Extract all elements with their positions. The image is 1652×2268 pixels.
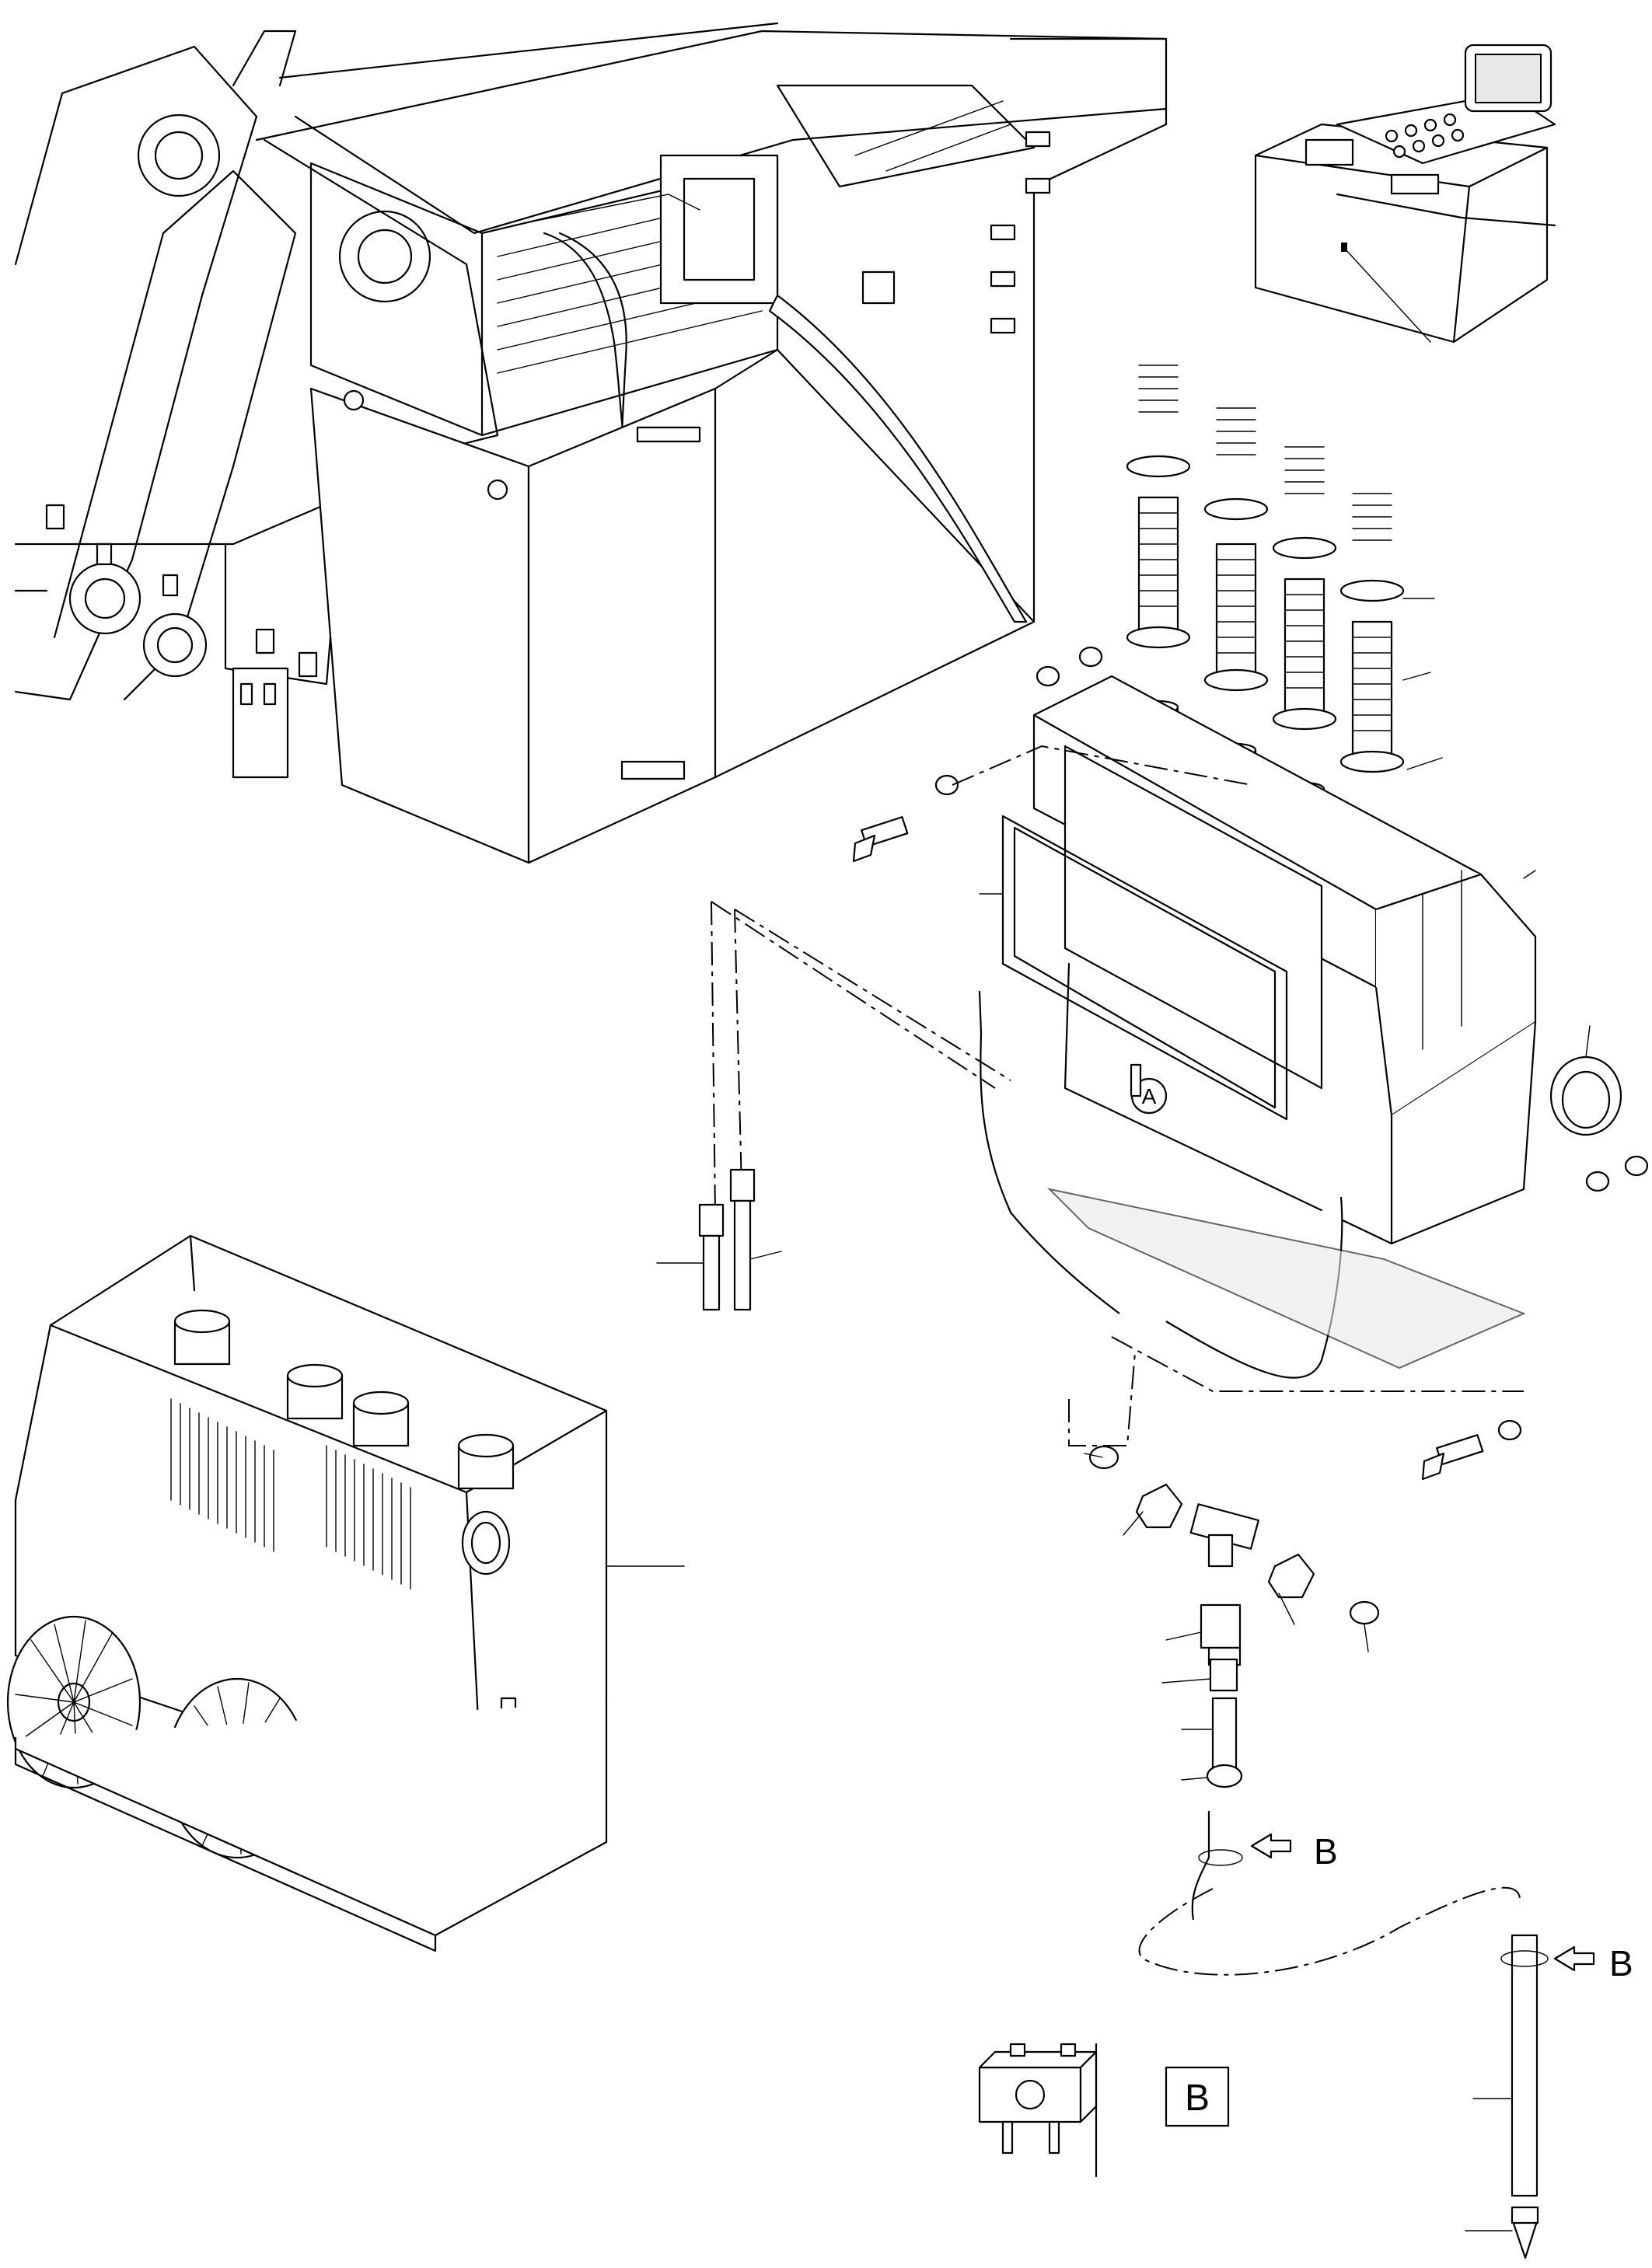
detail-a-pipe-callout: A bbox=[1142, 1084, 1157, 1108]
detail-b-box-label: B bbox=[1185, 2078, 1210, 2119]
detail-b-lower-callout: B bbox=[1609, 1943, 1633, 1984]
hvac-unit: A bbox=[6, 1234, 685, 1952]
fittings-assembly: B bbox=[1084, 1445, 1521, 1976]
rod-assembly: B bbox=[1465, 1934, 1633, 2259]
machine-frame bbox=[14, 22, 1168, 864]
hose-end-fittings bbox=[656, 1168, 782, 1311]
detail-b-upper-callout: B bbox=[1314, 1831, 1338, 1872]
fasteners bbox=[852, 646, 1524, 1481]
heater-box: A bbox=[711, 675, 1649, 1379]
detail-b-box bbox=[1165, 2066, 1230, 2127]
operator-console bbox=[1254, 44, 1556, 344]
clamp-bracket-detail: B bbox=[978, 2043, 1230, 2178]
